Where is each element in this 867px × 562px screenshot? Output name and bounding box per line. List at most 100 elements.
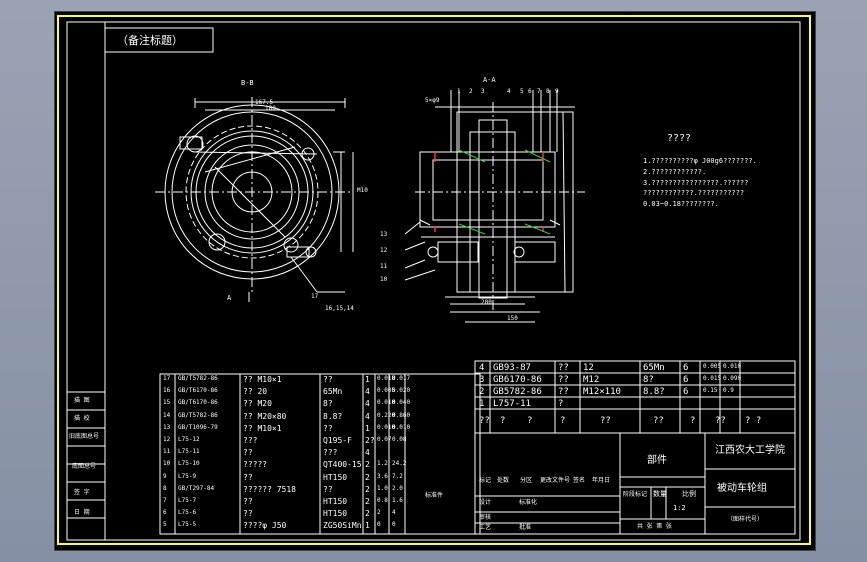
qty-label: 数量	[653, 490, 667, 498]
bom-cell: 4	[365, 387, 370, 397]
bom-cell: ??	[243, 472, 253, 482]
bom-cell: 0.08	[392, 436, 407, 443]
bom-cell: L75-10	[178, 460, 200, 468]
bom-cell: L75-12	[178, 436, 200, 443]
dim-label: 17	[311, 293, 319, 300]
bom-cell: 7.2	[392, 472, 403, 480]
rev-col: 标记	[479, 477, 492, 484]
bom-cell: GB/T1096-79	[178, 423, 218, 431]
bom-cell: 11	[163, 448, 171, 456]
bom-cell: 12	[583, 363, 594, 373]
rev-col: 更改文件号	[540, 477, 571, 484]
callout-10: 10	[380, 276, 388, 283]
strip-label: 底图总号	[72, 463, 97, 470]
bom-cell: ?? M10×1	[243, 423, 282, 433]
bom-cell: 4	[479, 363, 485, 373]
strip-label: 旧底图总号	[69, 433, 100, 440]
bom-cell: HT150	[323, 509, 348, 519]
callout-5: 5	[520, 88, 524, 95]
bom-cell: 7	[163, 497, 167, 504]
bom-cell: 1.0	[377, 484, 388, 492]
rev-col: 分区	[520, 477, 533, 484]
bom-cell: 1.6	[392, 497, 403, 504]
bom-cell: GB/T6170-86	[178, 387, 218, 395]
callout-8: 8	[546, 88, 550, 95]
bom-cell: ??	[558, 363, 569, 373]
bom-cell: 0.015	[703, 375, 722, 382]
bom-cell: ?? 20	[243, 387, 268, 397]
bom-header-cell: ?	[560, 416, 566, 426]
bom-cell: L75-6	[178, 509, 197, 517]
bom-header-cell: ??	[600, 416, 611, 426]
bom-cell: ?? M20	[243, 399, 272, 409]
callout-1: 1	[457, 88, 461, 95]
bom-cell: 4	[365, 399, 370, 409]
bom-cell: 2.0	[392, 484, 403, 492]
strip-label: 日 期	[74, 509, 90, 516]
scale-label: 比例	[682, 490, 696, 498]
bom-cell: 6	[683, 387, 689, 397]
bom-cell: 0.15	[703, 387, 718, 394]
bom-cell: 2	[479, 387, 485, 397]
callout-4: 4	[507, 88, 511, 95]
bom-cell: 0	[377, 521, 381, 529]
bom-cell: HT150	[323, 497, 348, 506]
review-label: 审核	[479, 514, 492, 521]
bom-cell: M12×110	[583, 387, 621, 397]
note-line: 1.??????????φ J00g6???????.	[643, 157, 757, 165]
code-hint: （图样代号）	[727, 516, 764, 523]
bom-cell: 0.090	[723, 375, 742, 382]
bom-cell: 0.018	[377, 375, 396, 382]
bom-cell: 0.010	[723, 363, 742, 370]
bom-cell: ?? M10×1	[243, 375, 282, 384]
bom-cell: GB/T297-84	[178, 484, 215, 492]
bom-cell: 2	[365, 497, 370, 506]
bom-cell: L75-11	[178, 448, 200, 456]
note-line: 2.????????????.	[643, 168, 707, 176]
bom-cell: 4	[365, 448, 370, 458]
bom-cell: ???	[323, 448, 338, 458]
rev-col: 签名	[573, 477, 586, 484]
bom-cell: 0	[392, 521, 396, 529]
strip-label: 描 校	[74, 415, 90, 422]
bom-header-cell: ? ?	[745, 416, 762, 426]
bom-cell: 0.010	[392, 423, 411, 431]
right-view	[404, 90, 585, 323]
bom-cell: 0.010	[377, 423, 396, 431]
bom-cell: 2	[365, 472, 370, 482]
callout-13: 13	[380, 231, 388, 238]
dim-label: 5×φ9	[425, 97, 440, 104]
bom-cell: 0.860	[392, 411, 411, 419]
callout-7: 7	[537, 88, 541, 95]
bom-cell: 1.2	[377, 460, 388, 468]
approve-label: 批准	[519, 524, 532, 531]
rev-col: 处数	[497, 477, 510, 484]
bom-cell: L75-5	[178, 521, 197, 529]
notes-title: ????	[667, 133, 692, 144]
dim-label: 167.5	[255, 99, 274, 106]
bom-cell: 16	[163, 387, 171, 395]
bom-cell: GB93-87	[493, 363, 531, 373]
left-view	[155, 97, 354, 302]
bom-header-cell: ??	[653, 416, 664, 426]
bom-cell: 2	[365, 509, 370, 519]
bom-cell: L75-7	[178, 497, 197, 504]
bom-cell: ??	[323, 423, 333, 433]
bom-cell: 6	[683, 375, 689, 385]
bom-cell: 65Mn	[643, 363, 665, 373]
bom-cell: 1	[365, 521, 370, 531]
strip-label: 签 字	[74, 489, 90, 496]
callout-6: 6	[528, 88, 532, 95]
bom-cell: 0.9	[723, 387, 734, 394]
bom-cell: 24.2	[392, 460, 407, 468]
bom-cell: 12	[163, 436, 171, 443]
note-line: 0.03~0.18????????.	[643, 200, 719, 208]
design-label: 设计	[479, 499, 492, 506]
bom-cell: 5	[163, 521, 167, 529]
callout-11: 11	[380, 263, 388, 270]
assembly-name: 被动车轮组	[717, 483, 767, 494]
bom-cell: M12	[583, 375, 600, 385]
bom-cell: ZG50SiMn	[323, 521, 362, 531]
scale-value: 1:2	[673, 504, 686, 512]
bom-cell: GB/T5782-86	[178, 375, 218, 382]
